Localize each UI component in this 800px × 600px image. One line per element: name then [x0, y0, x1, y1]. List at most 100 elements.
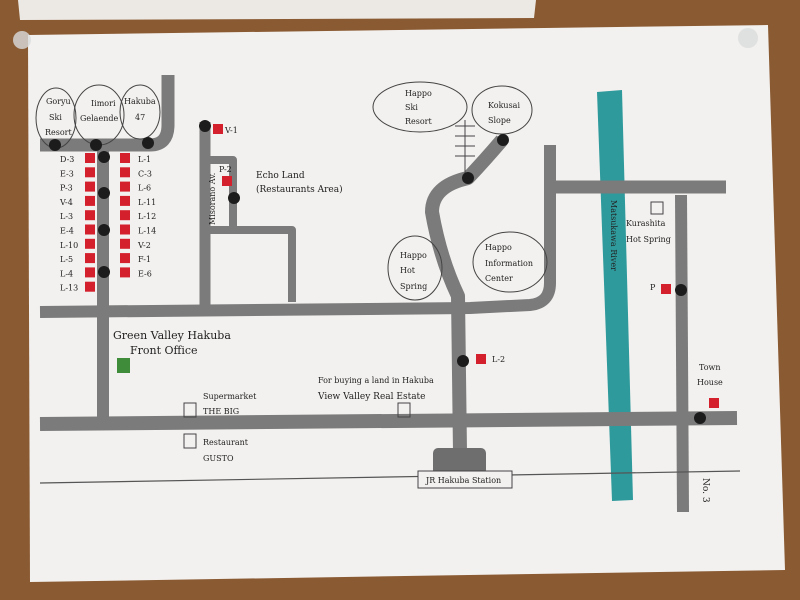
property-label: L-12 — [138, 212, 156, 221]
resort-kokusai: Kokusai Slope — [471, 85, 533, 135]
property-marker[interactable] — [661, 284, 671, 294]
property-marker[interactable] — [120, 167, 130, 178]
property-label: P-2 — [219, 165, 232, 174]
kurashita-label: Hot Spring — [626, 235, 671, 244]
restaurant-marker — [183, 433, 197, 449]
svg-text:Ski: Ski — [49, 113, 62, 122]
station-label: JR Hakuba Station — [425, 476, 501, 485]
property-marker[interactable] — [120, 195, 130, 206]
property-marker[interactable] — [85, 267, 95, 278]
restaurant-label: GUSTO — [203, 454, 234, 463]
property-label: L-2 — [492, 355, 505, 364]
property-marker[interactable] — [222, 176, 232, 186]
property-marker[interactable] — [120, 153, 130, 163]
property-marker[interactable] — [85, 253, 95, 264]
property-label: E-4 — [60, 227, 74, 236]
pushpin-icon — [13, 31, 31, 49]
property-marker[interactable] — [85, 153, 95, 163]
happo-information-center: Happo Information Center — [472, 231, 548, 293]
svg-text:Happo: Happo — [400, 251, 427, 260]
front-office-label: Front Office — [130, 344, 198, 357]
road-name-label: Misorano Av. — [208, 173, 217, 225]
bus-stop-icon — [49, 139, 61, 151]
echo-land-label: Echo Land — [256, 171, 305, 181]
bus-stop-icon — [199, 120, 211, 132]
property-marker[interactable] — [120, 253, 130, 264]
property-label: L-11 — [138, 198, 156, 207]
kurashita-marker — [650, 201, 664, 215]
svg-text:Happo: Happo — [485, 243, 512, 252]
town-house-label: House — [697, 378, 723, 387]
town-house-label: Town — [699, 363, 721, 372]
bus-stop-icon — [497, 134, 509, 146]
property-marker[interactable] — [120, 224, 130, 235]
svg-text:Spring: Spring — [400, 282, 427, 291]
bus-stops — [49, 120, 706, 424]
property-marker[interactable] — [85, 238, 95, 249]
property-label: L-1 — [138, 155, 151, 164]
property-marker-town-house[interactable] — [709, 398, 719, 408]
property-label: L-14 — [138, 227, 156, 236]
bus-stop-icon — [98, 266, 110, 278]
property-marker[interactable] — [85, 195, 95, 206]
property-marker[interactable] — [85, 167, 95, 178]
svg-text:Information: Information — [485, 259, 533, 268]
bus-stop-icon — [694, 412, 706, 424]
supermarket-label: THE BIG — [203, 407, 239, 416]
kurashita-label: Kurashita — [626, 219, 666, 228]
happo-hot-spring: Happo Hot Spring — [387, 235, 443, 301]
property-label: L-5 — [60, 255, 73, 264]
bus-stop-icon — [98, 187, 110, 199]
property-label: P-3 — [60, 184, 73, 193]
property-label: V-4 — [59, 198, 73, 207]
property-marker[interactable] — [85, 181, 95, 192]
svg-text:Hot: Hot — [400, 266, 416, 275]
echo-land-sub-label: (Restaurants Area) — [256, 184, 343, 195]
bus-stop-icon — [457, 355, 469, 367]
svg-text:Center: Center — [485, 274, 513, 283]
property-marker[interactable] — [120, 267, 130, 278]
svg-text:Gelaende: Gelaende — [80, 114, 118, 123]
property-label: L-4 — [60, 269, 73, 278]
svg-text:Iimori: Iimori — [91, 99, 116, 108]
svg-text:Happo: Happo — [405, 89, 432, 98]
property-label: E-6 — [138, 269, 152, 278]
supermarket-label: Supermarket — [203, 392, 257, 401]
property-label: P — [650, 283, 656, 292]
property-label: E-3 — [60, 169, 74, 178]
property-label: F-1 — [138, 255, 151, 264]
roads — [39, 75, 741, 513]
svg-text:Kokusai: Kokusai — [488, 101, 520, 110]
svg-text:Hakuba: Hakuba — [124, 97, 156, 106]
property-marker[interactable] — [213, 124, 223, 134]
bus-stop-icon — [228, 192, 240, 204]
property-marker[interactable] — [120, 210, 130, 221]
property-marker[interactable] — [120, 181, 130, 192]
svg-text:Resort: Resort — [45, 128, 73, 137]
svg-text:Resort: Resort — [405, 117, 433, 126]
property-label: L-13 — [60, 284, 78, 293]
bus-stop-icon — [98, 151, 110, 163]
property-marker[interactable] — [85, 281, 95, 292]
route-label: No. 3 — [700, 478, 710, 503]
real-estate-note: For buying a land in Hakuba — [318, 376, 434, 385]
bus-stop-icon — [90, 139, 102, 151]
bus-stop-icon — [675, 284, 687, 296]
svg-text:Ski: Ski — [405, 103, 418, 112]
bus-stop-icon — [142, 137, 154, 149]
property-marker[interactable] — [85, 210, 95, 221]
property-marker[interactable] — [476, 354, 486, 364]
property-label: D-3 — [60, 155, 74, 164]
resort-happo: Happo Ski Resort — [372, 81, 468, 133]
property-label: L-6 — [138, 184, 151, 193]
property-label: C-3 — [138, 169, 152, 178]
property-marker[interactable] — [120, 238, 130, 249]
front-office-marker[interactable] — [117, 358, 130, 373]
property-label: L-10 — [60, 241, 78, 250]
supermarket-marker — [183, 402, 197, 418]
property-marker[interactable] — [85, 224, 95, 235]
property-label: V-2 — [137, 241, 151, 250]
restaurant-label: Restaurant — [203, 438, 249, 447]
property-label: V-1 — [224, 126, 238, 135]
